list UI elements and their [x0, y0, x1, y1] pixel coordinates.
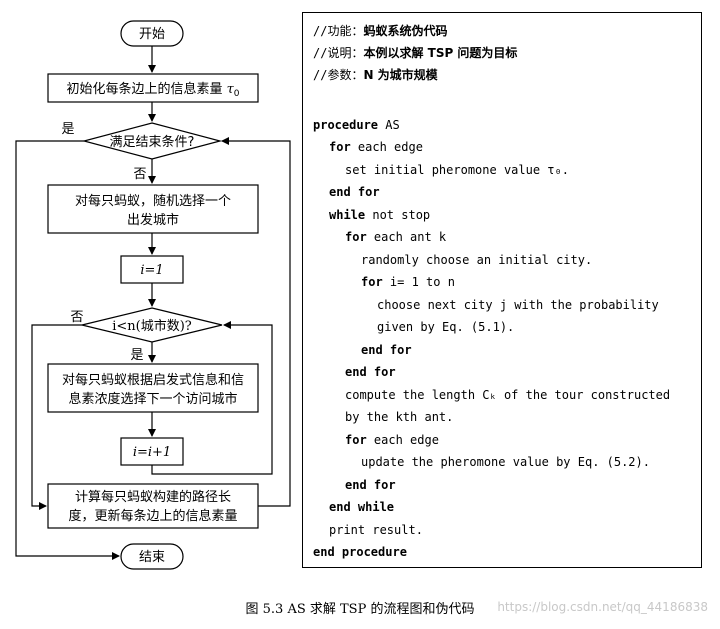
comment-parameters: //参数：N 为城市规模 [313, 68, 438, 82]
outer-loop-back-arrow [221, 137, 291, 507]
init-label: 初始化每条边上的信息素量 τ0 [66, 81, 239, 99]
flowchart: 开始 初始化每条边上的信息素量 τ0 满足结束条件? 是 否 对每只蚂蚁，随机选… [15, 20, 291, 570]
code-line: end for [361, 343, 412, 357]
end-condition-label: 满足结束条件? [110, 134, 195, 150]
code-line: for each edge [345, 433, 439, 447]
init-box [47, 73, 259, 103]
code-line: for each ant k [345, 230, 447, 244]
compute-line2: 度，更新每条边上的信息素量 [68, 508, 237, 524]
no-label-2: 否 [70, 310, 83, 325]
random-start-line2: 出发城市 [127, 212, 179, 228]
select-line1: 对每只蚂蚁根据启发式信息和信 [62, 372, 244, 388]
code-line: end for [345, 478, 396, 492]
i-increment-label: i=i+1 [133, 445, 171, 460]
no-label-1: 否 [133, 167, 146, 182]
i-init-label: i=1 [140, 263, 163, 278]
random-start-line1: 对每只蚂蚁，随机选择一个 [75, 193, 231, 209]
watermark: https://blog.csdn.net/qq_44186838 [497, 600, 708, 614]
code-line: print result. [329, 523, 423, 537]
comment-function: //功能：蚂蚁系统伪代码 [313, 24, 448, 38]
random-start-box [47, 184, 259, 234]
code-line: compute the length Cₖ of the tour constr… [345, 388, 671, 402]
yes-label-2: 是 [130, 348, 143, 363]
code-line: end procedure [313, 545, 407, 559]
end-terminal [120, 543, 184, 570]
inner-loop-back-arrow [151, 321, 273, 475]
loop-exit-arrow [31, 324, 82, 510]
code-line: end for [329, 185, 380, 199]
code-line: set initial pheromone value τ₀. [345, 163, 569, 177]
code-line: procedure AS [313, 118, 400, 132]
select-next-city-box [47, 363, 259, 413]
code-line: randomly choose an initial city. [361, 253, 593, 267]
code-line: end for [345, 365, 396, 379]
code-line: given by Eq. (5.1). [377, 320, 515, 334]
yes-label-1: 是 [61, 122, 74, 137]
pseudocode-box: //功能：蚂蚁系统伪代码 //说明：本例以求解 TSP 问题为目标 //参数：N… [302, 12, 702, 568]
figure-caption: 图 5.3 AS 求解 TSP 的流程图和伪代码 [245, 602, 475, 617]
code-line: by the kth ant. [345, 410, 454, 424]
select-line2: 息素浓度选择下一个访问城市 [68, 391, 237, 407]
code-line: choose next city j with the probability [377, 298, 659, 312]
start-label: 开始 [139, 27, 165, 42]
code-line: end while [329, 500, 395, 514]
code-line: for i= 1 to n [361, 275, 455, 289]
code-line: while not stop [329, 208, 431, 222]
code-line: for each edge [329, 140, 423, 154]
loop-condition-label: i<n(城市数)? [112, 318, 192, 334]
code-line: update the pheromone value by Eq. (5.2). [361, 455, 650, 469]
end-label: 结束 [139, 550, 165, 565]
compute-line1: 计算每只蚂蚁构建的路径长 [75, 489, 231, 505]
finish-arrow [15, 140, 120, 560]
comment-description: //说明：本例以求解 TSP 问题为目标 [313, 46, 518, 60]
